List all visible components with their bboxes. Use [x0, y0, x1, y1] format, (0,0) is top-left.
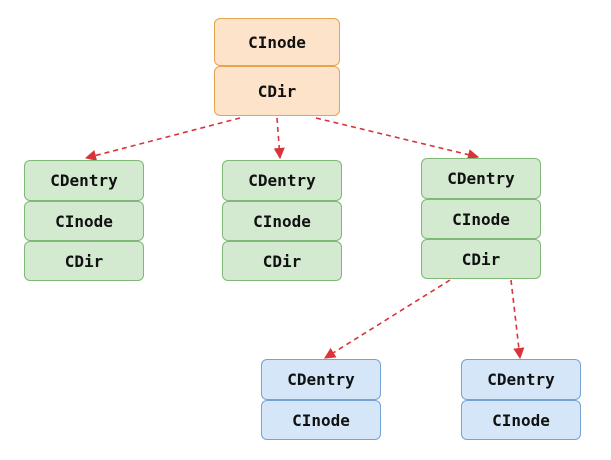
- edge-root-to-node1: [84, 117, 241, 161]
- node2-cdir-box: CDir: [222, 241, 342, 281]
- node1-cdir-box: CDir: [24, 241, 144, 281]
- node2-cdentry-box: CDentry: [222, 160, 342, 201]
- node1-cdentry-box: CDentry: [24, 160, 144, 201]
- node3-cdir-box: CDir: [421, 239, 541, 279]
- edge-node3-to-leaf1: [324, 279, 451, 359]
- root-cinode-box: CInode: [214, 18, 340, 66]
- node3-cinode-box: CInode: [421, 199, 541, 239]
- edge-root-to-node2: [273, 117, 285, 160]
- node2-cinode-box: CInode: [222, 201, 342, 241]
- leaf2-cinode-box: CInode: [461, 400, 581, 440]
- edge-node3-to-leaf2: [510, 279, 525, 360]
- root-cdir-box: CDir: [214, 66, 340, 116]
- node3-cdentry-box: CDentry: [421, 158, 541, 199]
- leaf1-cinode-box: CInode: [261, 400, 381, 440]
- edge-root-to-node3: [315, 117, 480, 161]
- leaf2-cdentry-box: CDentry: [461, 359, 581, 400]
- leaf1-cdentry-box: CDentry: [261, 359, 381, 400]
- node1-cinode-box: CInode: [24, 201, 144, 241]
